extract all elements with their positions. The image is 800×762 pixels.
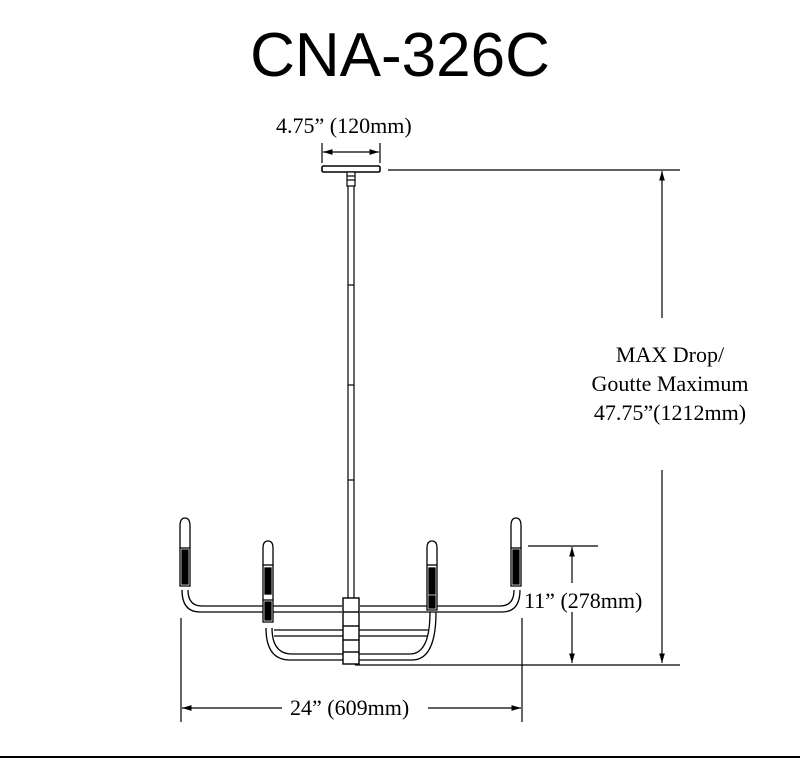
product-title: CNA-326C (250, 21, 550, 90)
candle-far-right (510, 517, 522, 587)
max-drop-line-3: 47.75”(1212mm) (593, 400, 747, 425)
candle-far-left (179, 517, 191, 587)
lower-arms (265, 611, 437, 661)
center-body (342, 597, 360, 665)
upper-arms (181, 589, 521, 613)
canopy-width-label: 4.75” (120mm) (276, 113, 412, 138)
overall-width-dimension (180, 618, 523, 722)
max-drop-dimension (355, 169, 680, 666)
canopy-width-dimension (321, 143, 381, 163)
body-height-label: 11” (278mm) (522, 588, 645, 614)
canopy (321, 165, 381, 187)
bottom-rule (0, 756, 800, 758)
max-drop-line-2: Goutte Maximum (591, 371, 749, 396)
overall-width-label: 24” (609mm) (286, 695, 414, 721)
stem (347, 186, 355, 600)
body-height-dimension (528, 545, 598, 663)
candle-inner-left (262, 540, 274, 623)
max-drop-line-1: MAX Drop/ (615, 342, 725, 367)
candle-inner-right (426, 540, 438, 611)
max-drop-label: MAX Drop/ Goutte Maximum 47.75”(1212mm) (572, 340, 768, 427)
